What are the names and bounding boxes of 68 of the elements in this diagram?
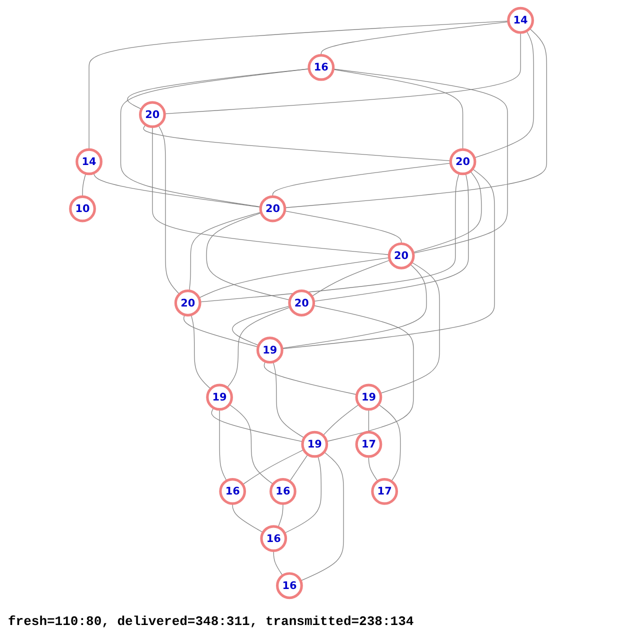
connector <box>152 126 390 255</box>
connector <box>183 314 258 347</box>
connector <box>226 306 291 388</box>
node-circle: 20 <box>138 100 166 128</box>
connector <box>282 168 495 349</box>
node-circle: 19 <box>301 430 328 458</box>
connector <box>313 172 469 302</box>
node-circle: 17 <box>355 430 382 458</box>
connector <box>313 304 414 442</box>
node-circle: 16 <box>260 524 288 552</box>
connector <box>289 454 308 482</box>
connector <box>211 407 304 442</box>
node-circle: 10 <box>69 194 96 222</box>
connector <box>120 68 310 207</box>
node-circle: 20 <box>388 242 415 269</box>
connector <box>219 408 228 481</box>
connector <box>200 172 460 302</box>
connector <box>127 68 310 109</box>
connector <box>272 162 452 196</box>
node-circle: 16 <box>308 54 335 80</box>
connector <box>284 210 402 244</box>
node-circle: 16 <box>219 477 246 504</box>
connector <box>82 172 86 196</box>
connector <box>368 456 378 482</box>
connector <box>332 68 508 254</box>
connector <box>143 124 451 161</box>
connector <box>190 314 211 389</box>
node-circle: 16 <box>270 477 296 504</box>
node-circle: 14 <box>507 6 534 34</box>
connector <box>368 408 370 432</box>
connector <box>88 20 509 150</box>
connector <box>284 455 322 533</box>
node-circle: 14 <box>76 148 102 175</box>
connector <box>412 170 482 252</box>
node-circle: 20 <box>449 148 476 175</box>
connector <box>378 404 401 482</box>
node-circle: 20 <box>259 194 286 222</box>
connector <box>272 360 305 438</box>
node-circle: 19 <box>355 383 382 410</box>
connector <box>282 263 427 348</box>
connector <box>228 404 274 484</box>
connector <box>320 20 509 56</box>
connector <box>380 261 440 394</box>
connector <box>311 259 390 296</box>
connector <box>264 360 358 394</box>
connector <box>198 256 390 298</box>
node-circle: 17 <box>371 477 398 504</box>
connector <box>158 124 180 294</box>
node-circle: 19 <box>206 383 233 410</box>
connector <box>273 550 283 576</box>
connector <box>474 30 534 158</box>
stats-text: fresh=110:80, delivered=348:311, transmitted=238:134 <box>8 614 414 629</box>
connector <box>322 404 360 436</box>
connector <box>93 172 261 207</box>
connector <box>300 451 344 581</box>
connector <box>164 32 521 114</box>
node-circle: 20 <box>174 289 202 316</box>
connector <box>188 211 262 291</box>
connector <box>284 28 547 208</box>
connector <box>232 305 290 346</box>
node-circle: 16 <box>276 572 303 599</box>
node-circle: 20 <box>288 289 316 316</box>
connector <box>232 502 264 532</box>
connector <box>278 502 284 528</box>
connector <box>206 212 290 300</box>
connector <box>332 68 464 150</box>
node-circle: 19 <box>256 336 284 364</box>
connector <box>242 448 304 484</box>
